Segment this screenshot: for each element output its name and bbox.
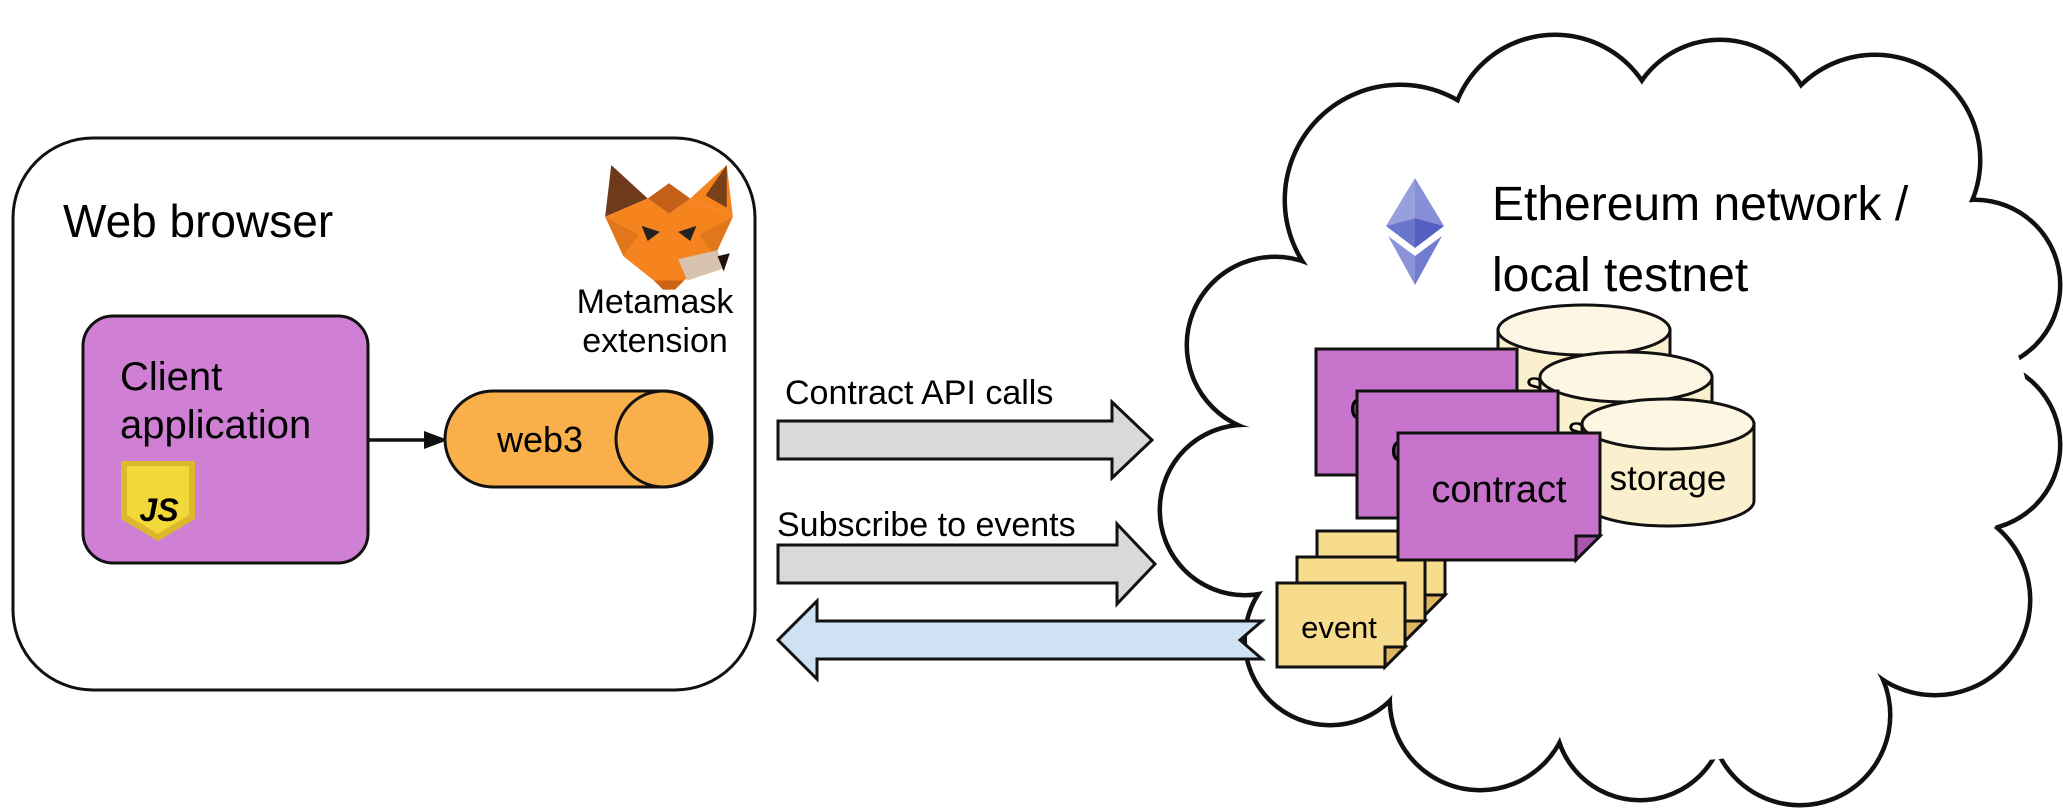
metamask-label-line2: extension	[582, 322, 728, 360]
contract-card-front: contract	[1396, 431, 1604, 564]
fox-right-eye	[678, 225, 697, 242]
fox-brow	[647, 183, 691, 214]
contract-api-calls-label: Contract API calls	[785, 374, 1053, 412]
contract-api-arrow-right-icon	[776, 398, 1155, 482]
eth-face-mid-right	[1415, 218, 1444, 248]
folded-corner-icon	[1574, 534, 1604, 564]
metamask-fox-icon	[605, 165, 733, 290]
storage-label: storage	[1610, 459, 1727, 498]
connector-arrowhead-icon	[424, 431, 448, 449]
fox-left-ear	[605, 165, 648, 217]
client-application-label-line2: application	[120, 403, 311, 447]
subscribe-arrow-right-icon	[776, 520, 1158, 608]
eth-face-mid-left	[1386, 218, 1415, 248]
storage-top	[1580, 397, 1756, 451]
fox-right-ear-inner	[705, 165, 727, 208]
folded-corner-icon	[1383, 645, 1409, 671]
client-application-box: Client application JS	[81, 314, 370, 565]
js-badge-text: JS	[139, 492, 179, 528]
js-badge-inner	[127, 466, 189, 534]
web-browser-box: Web browser Metamask extension Client ap…	[11, 136, 757, 692]
event-label: event	[1301, 610, 1377, 645]
fox-right-cheek	[699, 216, 733, 257]
fox-muzzle	[678, 250, 724, 281]
eth-face-upper-right	[1415, 178, 1444, 226]
flow-subscribe-events: Subscribe to events	[776, 506, 1158, 608]
javascript-badge-icon: JS	[121, 461, 195, 541]
eth-face-lower-left	[1388, 236, 1415, 285]
storage-top	[1538, 350, 1714, 404]
flow-events-return	[775, 597, 1267, 683]
ethereum-diamond-icon	[1386, 178, 1444, 285]
fox-chin	[653, 280, 685, 290]
web3-label: web3	[496, 419, 583, 460]
eth-face-upper-left	[1386, 178, 1415, 226]
client-to-web3-arrow	[368, 431, 448, 449]
client-application-label-line1: Client	[120, 355, 222, 399]
flow-contract-api: Contract API calls	[776, 374, 1155, 482]
fox-left-eye	[641, 225, 660, 242]
subscribe-to-events-label: Subscribe to events	[777, 506, 1076, 544]
fox-nose	[717, 253, 730, 272]
network-title-line1: Ethereum network /	[1492, 178, 1909, 231]
storage-cylinder-front: storage	[1580, 397, 1756, 528]
eth-face-lower-right	[1415, 236, 1442, 285]
web3-node: web3	[443, 389, 714, 489]
network-title-line2: local testnet	[1492, 249, 1748, 302]
events-arrow-left-icon	[775, 597, 1267, 683]
web-browser-title: Web browser	[63, 195, 333, 247]
web3-pill-endcap	[614, 389, 712, 489]
metamask-label-line1: Metamask	[577, 283, 735, 321]
contract-label: contract	[1431, 469, 1567, 511]
event-card-front: event	[1275, 581, 1409, 671]
storage-top	[1496, 303, 1672, 357]
fox-left-cheek	[605, 216, 639, 257]
